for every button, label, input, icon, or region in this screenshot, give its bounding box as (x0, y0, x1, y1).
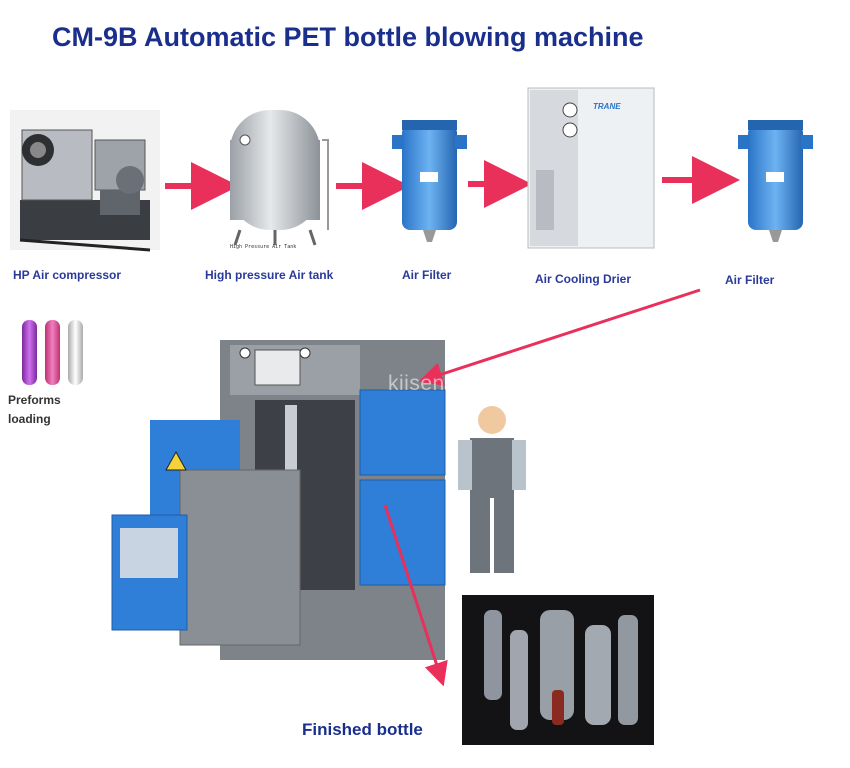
process-flow-illustrations (10, 87, 813, 252)
drier-brand: TRANE (593, 102, 621, 111)
label-preforms-2: loading (8, 412, 51, 426)
air-filter-2-image (738, 120, 813, 242)
tank-caption: High Pressure Air Tank (230, 244, 297, 250)
label-filter-1: Air Filter (402, 268, 452, 282)
flow-arrow-machine-to-bottles (383, 504, 448, 687)
label-filter-2: Air Filter (725, 273, 775, 287)
air-drier-image (527, 87, 655, 249)
finished-bottles-image (462, 595, 654, 745)
blowing-machine-image (111, 340, 446, 660)
label-preforms-1: Preforms (8, 393, 61, 407)
air-tank-image (230, 110, 329, 246)
label-finished-bottle: Finished bottle (302, 720, 423, 739)
label-drier: Air Cooling Drier (535, 272, 632, 286)
flow-arrow-filter-to-machine (418, 288, 701, 386)
air-filter-1-image (392, 120, 467, 242)
worker-image (458, 406, 526, 573)
air-compressor-image (10, 110, 160, 252)
preforms-image (22, 320, 83, 385)
machine-area (22, 288, 701, 745)
label-compressor: HP Air compressor (13, 268, 122, 282)
watermark: kiisengroup.en.alibaba.com (388, 372, 657, 395)
page-title: CM-9B Automatic PET bottle blowing machi… (52, 22, 644, 52)
label-tank: High pressure Air tank (205, 268, 334, 282)
